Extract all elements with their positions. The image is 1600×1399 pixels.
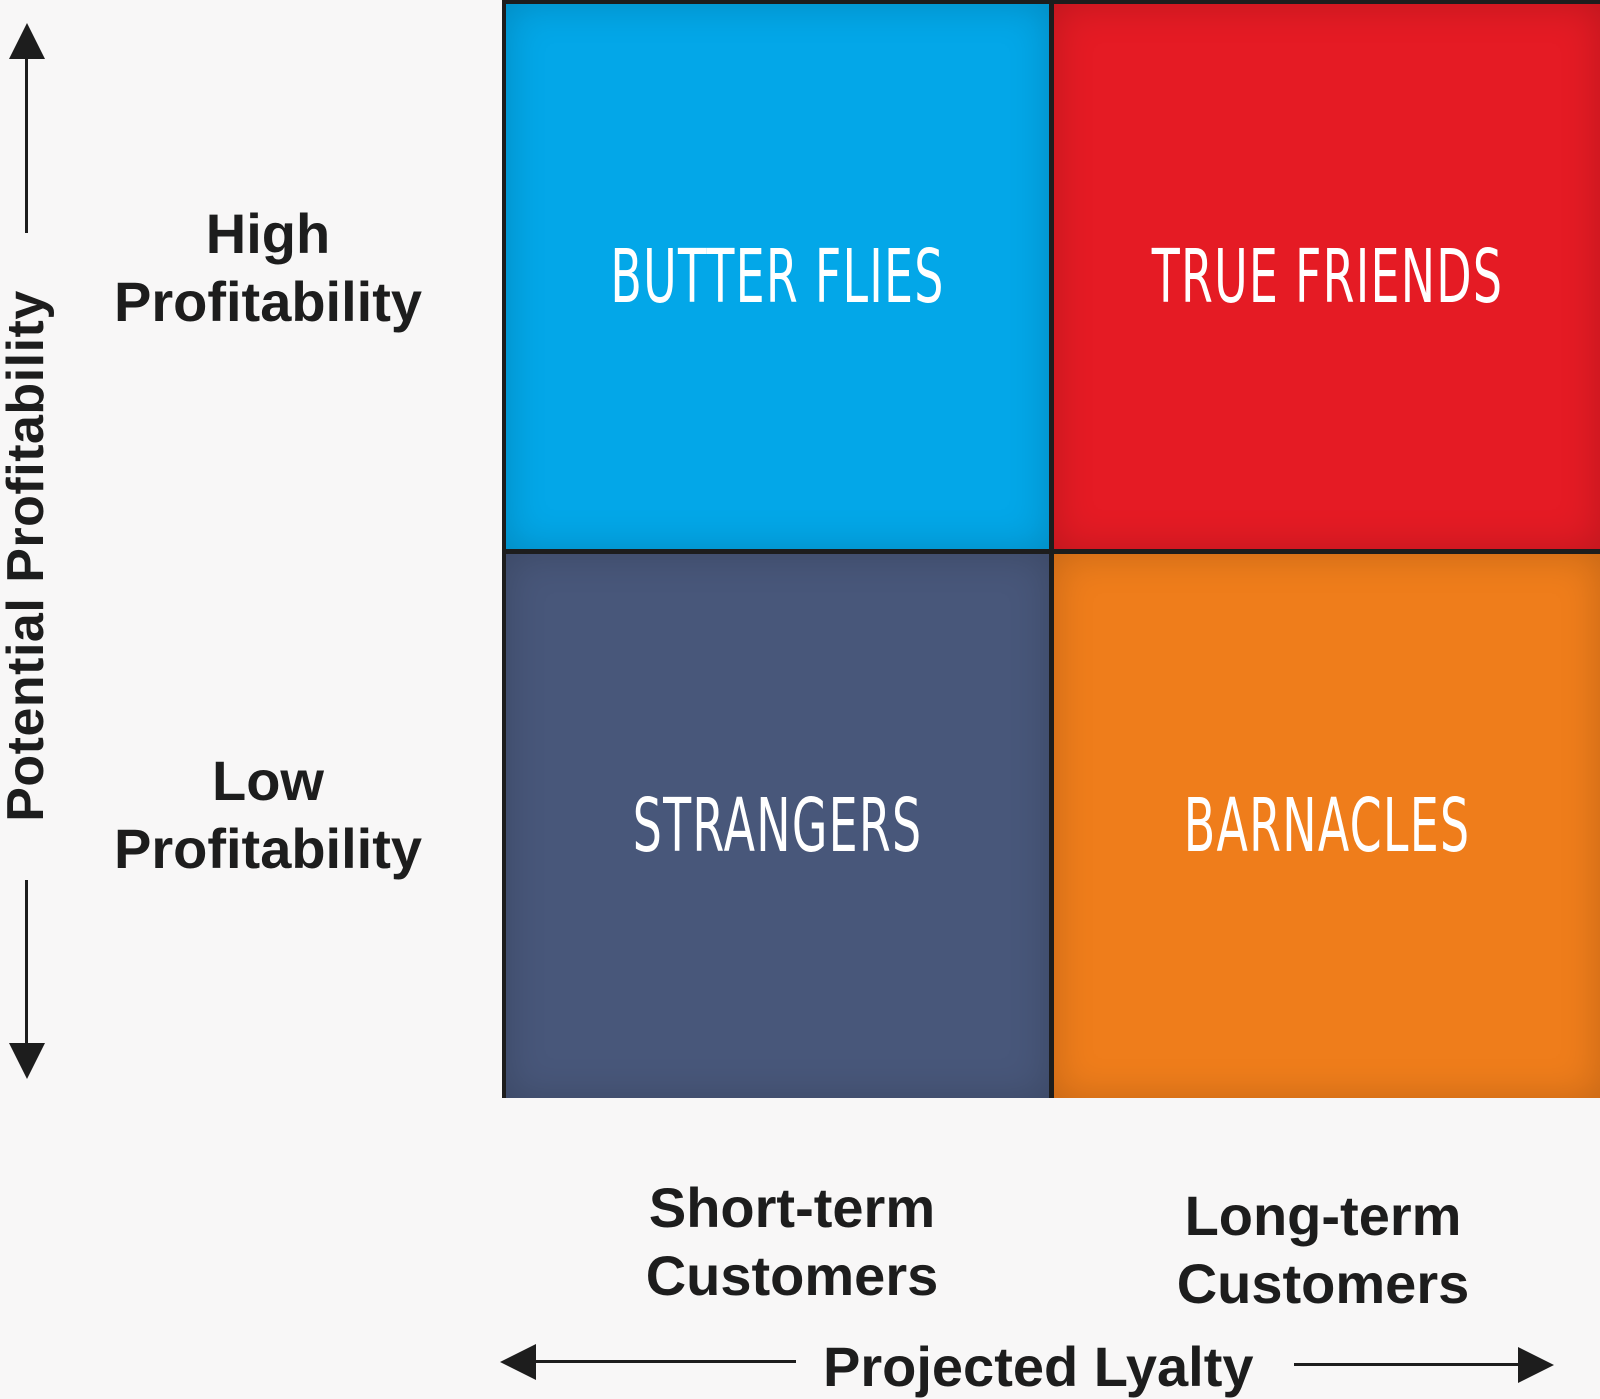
quadrant-butterflies-label: BUTTER FLIES (610, 233, 945, 320)
quadrant-barnacles: BARNACLES (1054, 554, 1600, 1098)
x-axis-title: Projected Lyalty (823, 1335, 1254, 1398)
y-axis-title: Potential Profitability (0, 290, 55, 822)
row-label-high-line1: High (205, 202, 331, 265)
arrow-left-icon (500, 1344, 536, 1380)
column-label-short-term-line2: Customers (645, 1244, 939, 1307)
column-label-long-term: Long-term Customers (1113, 1182, 1533, 1318)
quadrant-strangers-label: STRANGERS (632, 783, 923, 869)
y-axis-line-bottom (25, 880, 28, 1050)
row-label-low-line2: Profitability (113, 817, 423, 880)
row-label-high-line2: Profitability (113, 270, 423, 333)
quadrant-matrix: BUTTER FLIES TRUE FRIENDS STRANGERS BARN… (502, 0, 1600, 1098)
row-label-high: High Profitability (83, 200, 453, 336)
column-label-long-term-line2: Customers (1176, 1252, 1470, 1315)
x-axis-line-right (1294, 1363, 1520, 1366)
row-label-low: Low Profitability (83, 747, 453, 883)
y-axis-line-top (25, 55, 28, 233)
quadrant-true-friends: TRUE FRIENDS (1054, 4, 1600, 549)
quadrant-true-friends-label: TRUE FRIENDS (1151, 233, 1503, 320)
arrow-right-icon (1518, 1347, 1554, 1383)
quadrant-butterflies: BUTTER FLIES (506, 4, 1049, 549)
column-label-short-term-line1: Short-term (648, 1176, 936, 1239)
column-label-long-term-line1: Long-term (1184, 1184, 1462, 1247)
quadrant-barnacles-label: BARNACLES (1183, 783, 1471, 869)
row-label-low-line1: Low (212, 749, 324, 812)
column-label-short-term: Short-term Customers (582, 1174, 1002, 1310)
arrow-down-icon (9, 1043, 45, 1079)
x-axis-line-left (534, 1360, 796, 1363)
matrix-divider-horizontal (506, 549, 1600, 554)
quadrant-strangers: STRANGERS (506, 554, 1049, 1098)
arrow-up-icon (9, 23, 45, 59)
